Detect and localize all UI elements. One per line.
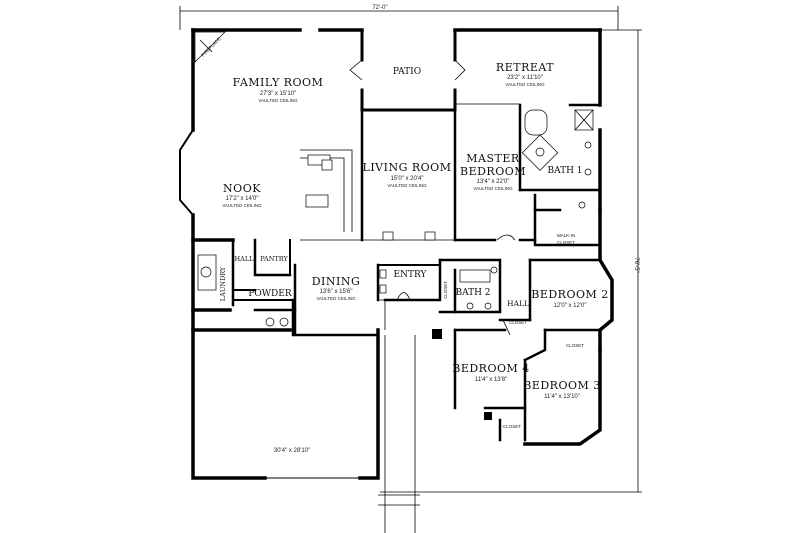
nook-note: VAULTED CEILING: [222, 203, 262, 208]
master-bedroom-name-line2: BEDROOM: [460, 165, 526, 178]
exterior-walls: [179, 28, 614, 480]
bedroom4-size: 11'4" x 13'8": [475, 377, 507, 383]
patio-name: PATIO: [393, 67, 421, 77]
family-room-size: 27'3" x 15'10": [260, 91, 296, 97]
master-bedroom-name-line1: MASTER: [466, 152, 520, 165]
pantry-name: PANTRY: [260, 255, 288, 263]
entry-name: ENTRY: [394, 270, 428, 280]
interior-walls: [231, 103, 602, 442]
closet-label-bedroom2: CLOSET: [566, 343, 584, 348]
bedroom3-size: 11'4" x 13'10": [544, 394, 580, 400]
overall-depth-label: 76'-5": [633, 257, 639, 272]
dining-note: VAULTED CEILING: [316, 296, 356, 301]
hall-west-name: HALL: [235, 255, 255, 263]
hall-east-name: HALL: [507, 299, 529, 308]
dining-name: DINING: [312, 275, 361, 288]
bedroom3-name: BEDROOM 3: [523, 379, 601, 392]
retreat-note: VAULTED CEILING: [505, 82, 545, 87]
walkin-closet-line2: CLOSET: [557, 240, 575, 245]
living-room-size: 15'0" x 20'4": [391, 176, 424, 182]
retreat-name: RETREAT: [496, 61, 554, 74]
bedroom4-name: BEDROOM 4: [452, 362, 530, 375]
master-bedroom-note: VAULTED CEILING: [473, 186, 513, 191]
dimension-lines: [179, 6, 642, 493]
nook-name: NOOK: [223, 182, 261, 195]
powder-name: POWDER: [248, 289, 291, 299]
fixtures: [194, 31, 594, 420]
family-room-note: VAULTED CEILING: [258, 98, 298, 103]
closet-label-bath2: CLOSET: [443, 281, 448, 299]
bedroom2-name: BEDROOM 2: [531, 288, 609, 301]
retreat-size: 23'2" x 11'10": [507, 75, 543, 81]
closet-label-hall: CLOSET: [509, 320, 527, 325]
bath2-name: BATH 2: [455, 288, 490, 298]
walkin-closet-line1: WALK-IN: [557, 233, 576, 238]
closet-label-bedroom4: CLOSET: [503, 424, 521, 429]
nook-size: 17'2" x 14'0": [226, 196, 259, 202]
doors: [349, 59, 516, 336]
laundry-name: LAUNDRY: [219, 266, 227, 301]
master-bedroom-size: 13'4" x 22'0": [477, 179, 510, 185]
walkway: [378, 335, 420, 533]
bath1-name: BATH 1: [547, 166, 582, 176]
living-room-name: LIVING ROOM: [363, 161, 452, 174]
overall-width-label: 72'-0": [372, 5, 387, 11]
garage-size: 30'4" x 28'10": [274, 448, 310, 454]
dining-size: 13'6" x 15'6": [320, 289, 353, 295]
living-room-note: VAULTED CEILING: [387, 183, 427, 188]
family-room-name: FAMILY ROOM: [233, 76, 324, 89]
bedroom2-size: 12'0" x 12'0": [554, 303, 587, 309]
